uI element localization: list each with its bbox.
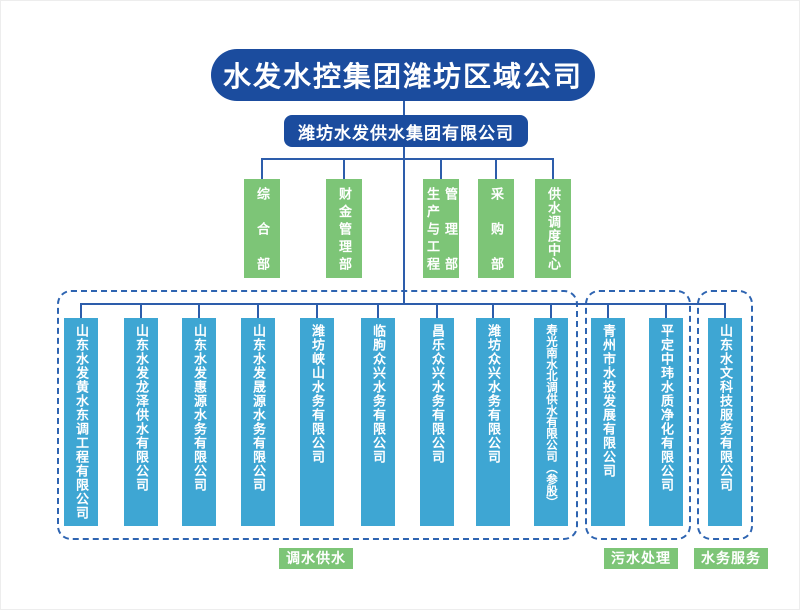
business-group-outline: [57, 290, 578, 540]
company-box: 平定中玮水质净化有限公司: [649, 318, 683, 526]
business-group-outline: [585, 290, 691, 540]
connector-line: [140, 303, 142, 318]
department-label: 供水调度中心: [546, 187, 561, 270]
company-box: 寿光南水北调供水有限公司（参股）: [534, 318, 568, 526]
company-box: 青州市水投发展有限公司: [591, 318, 625, 526]
connector-line: [492, 303, 494, 318]
connector-line: [198, 303, 200, 318]
department-label: 财金管理部: [337, 187, 352, 270]
department-label: 采购部: [489, 187, 504, 270]
connector-line: [80, 303, 726, 305]
connector-line: [665, 303, 667, 318]
department-box: 采购部: [478, 179, 514, 278]
business-group-label: 污水处理: [604, 548, 678, 569]
company-box: 山东水发惠源水务有限公司: [182, 318, 216, 526]
department-label: 生产与工程 管理部: [425, 187, 458, 270]
connector-line: [261, 158, 554, 160]
connector-line: [261, 158, 263, 179]
company-name: 青州市水投发展有限公司: [601, 324, 616, 478]
company-name: 山东水发惠源水务有限公司: [192, 324, 207, 492]
company-name: 平定中玮水质净化有限公司: [659, 324, 674, 492]
company-box: 潍坊峡山水务有限公司: [300, 318, 334, 526]
company-name: 昌乐众兴水务有限公司: [430, 324, 445, 464]
department-box: 生产与工程 管理部: [423, 179, 459, 278]
root-company-node: 水发水控集团潍坊区域公司: [211, 49, 595, 101]
group-company-node: 潍坊水发供水集团有限公司: [284, 115, 528, 147]
business-group-outline: [697, 290, 753, 540]
company-box: 临朐众兴水务有限公司: [361, 318, 395, 526]
business-group-label: 水务服务: [694, 548, 768, 569]
connector-line: [257, 303, 259, 318]
business-group-label: 调水供水: [279, 548, 353, 569]
department-label: 综合部: [255, 187, 270, 270]
company-box: 山东水发龙泽供水有限公司: [124, 318, 158, 526]
connector-line: [495, 158, 497, 179]
root-company-title: 水发水控集团潍坊区域公司: [222, 62, 583, 93]
connector-line: [403, 101, 405, 115]
connector-line: [607, 303, 609, 318]
company-name: 山东水文科技服务有限公司: [718, 324, 733, 492]
company-box: 潍坊众兴水务有限公司: [476, 318, 510, 526]
connector-line: [724, 303, 726, 318]
company-box: 昌乐众兴水务有限公司: [420, 318, 454, 526]
connector-line: [550, 303, 552, 318]
company-box: 山东水发晟源水务有限公司: [241, 318, 275, 526]
connector-line: [377, 303, 379, 318]
company-name: 临朐众兴水务有限公司: [371, 324, 386, 464]
connector-line: [343, 158, 345, 179]
connector-line: [440, 158, 442, 179]
department-box: 财金管理部: [326, 179, 362, 278]
connector-line: [403, 147, 405, 305]
company-name: 山东水发龙泽供水有限公司: [134, 324, 149, 492]
company-box: 山东水发黄水东调工程有限公司: [64, 318, 98, 526]
department-box: 供水调度中心: [535, 179, 571, 278]
company-name: 山东水发晟源水务有限公司: [251, 324, 266, 492]
company-name: 潍坊众兴水务有限公司: [486, 324, 501, 464]
connector-line: [80, 303, 82, 318]
connector-line: [316, 303, 318, 318]
connector-line: [436, 303, 438, 318]
company-name: 寿光南水北调供水有限公司（参股）: [545, 324, 557, 508]
company-name: 山东水发黄水东调工程有限公司: [74, 324, 89, 520]
group-company-title: 潍坊水发供水集团有限公司: [298, 123, 514, 143]
department-box: 综合部: [244, 179, 280, 278]
connector-line: [552, 158, 554, 179]
company-name: 潍坊峡山水务有限公司: [310, 324, 325, 464]
company-box: 山东水文科技服务有限公司: [708, 318, 742, 526]
